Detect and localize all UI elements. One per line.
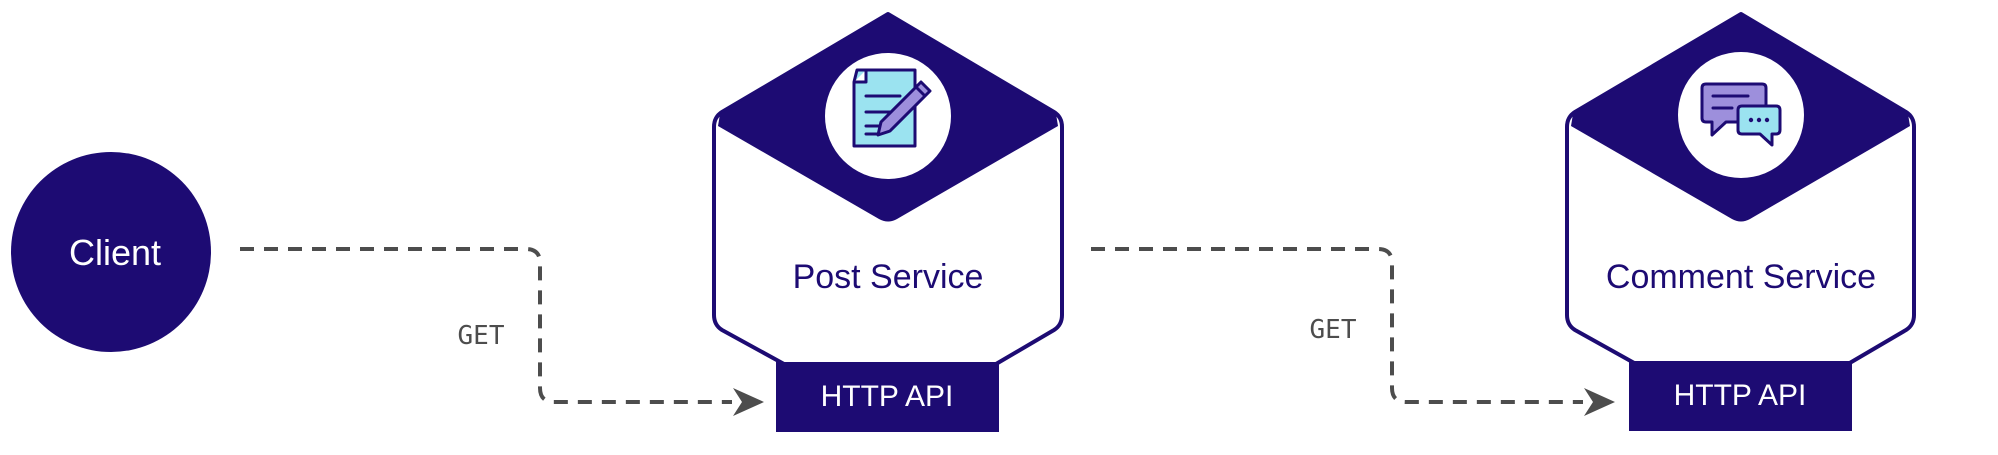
post-service-node: Post Service HTTP API xyxy=(712,12,1064,432)
arrowhead-icon xyxy=(1584,388,1615,416)
client-label: Client xyxy=(69,232,161,273)
document-edit-icon xyxy=(852,68,932,148)
connector-line xyxy=(240,247,732,404)
http-api-label: HTTP API xyxy=(1674,379,1807,412)
edge-label: GET xyxy=(1310,315,1357,345)
edge-client-to-post: GET xyxy=(240,247,764,416)
edge-label: GET xyxy=(458,321,505,351)
edge-post-to-comment: GET xyxy=(1091,247,1615,416)
client-circle xyxy=(11,152,211,352)
service-label: Post Service xyxy=(793,258,984,296)
http-api-badge xyxy=(1629,361,1852,431)
http-api-label: HTTP API xyxy=(821,380,954,413)
chat-bubbles-icon xyxy=(1700,82,1782,147)
service-label: Comment Service xyxy=(1606,258,1876,296)
http-api-badge xyxy=(776,362,999,432)
comment-service-node: Comment Service HTTP API xyxy=(1565,12,1916,431)
connector-line xyxy=(1091,247,1583,404)
arrowhead-icon xyxy=(733,388,764,416)
client-node: Client xyxy=(11,152,211,352)
